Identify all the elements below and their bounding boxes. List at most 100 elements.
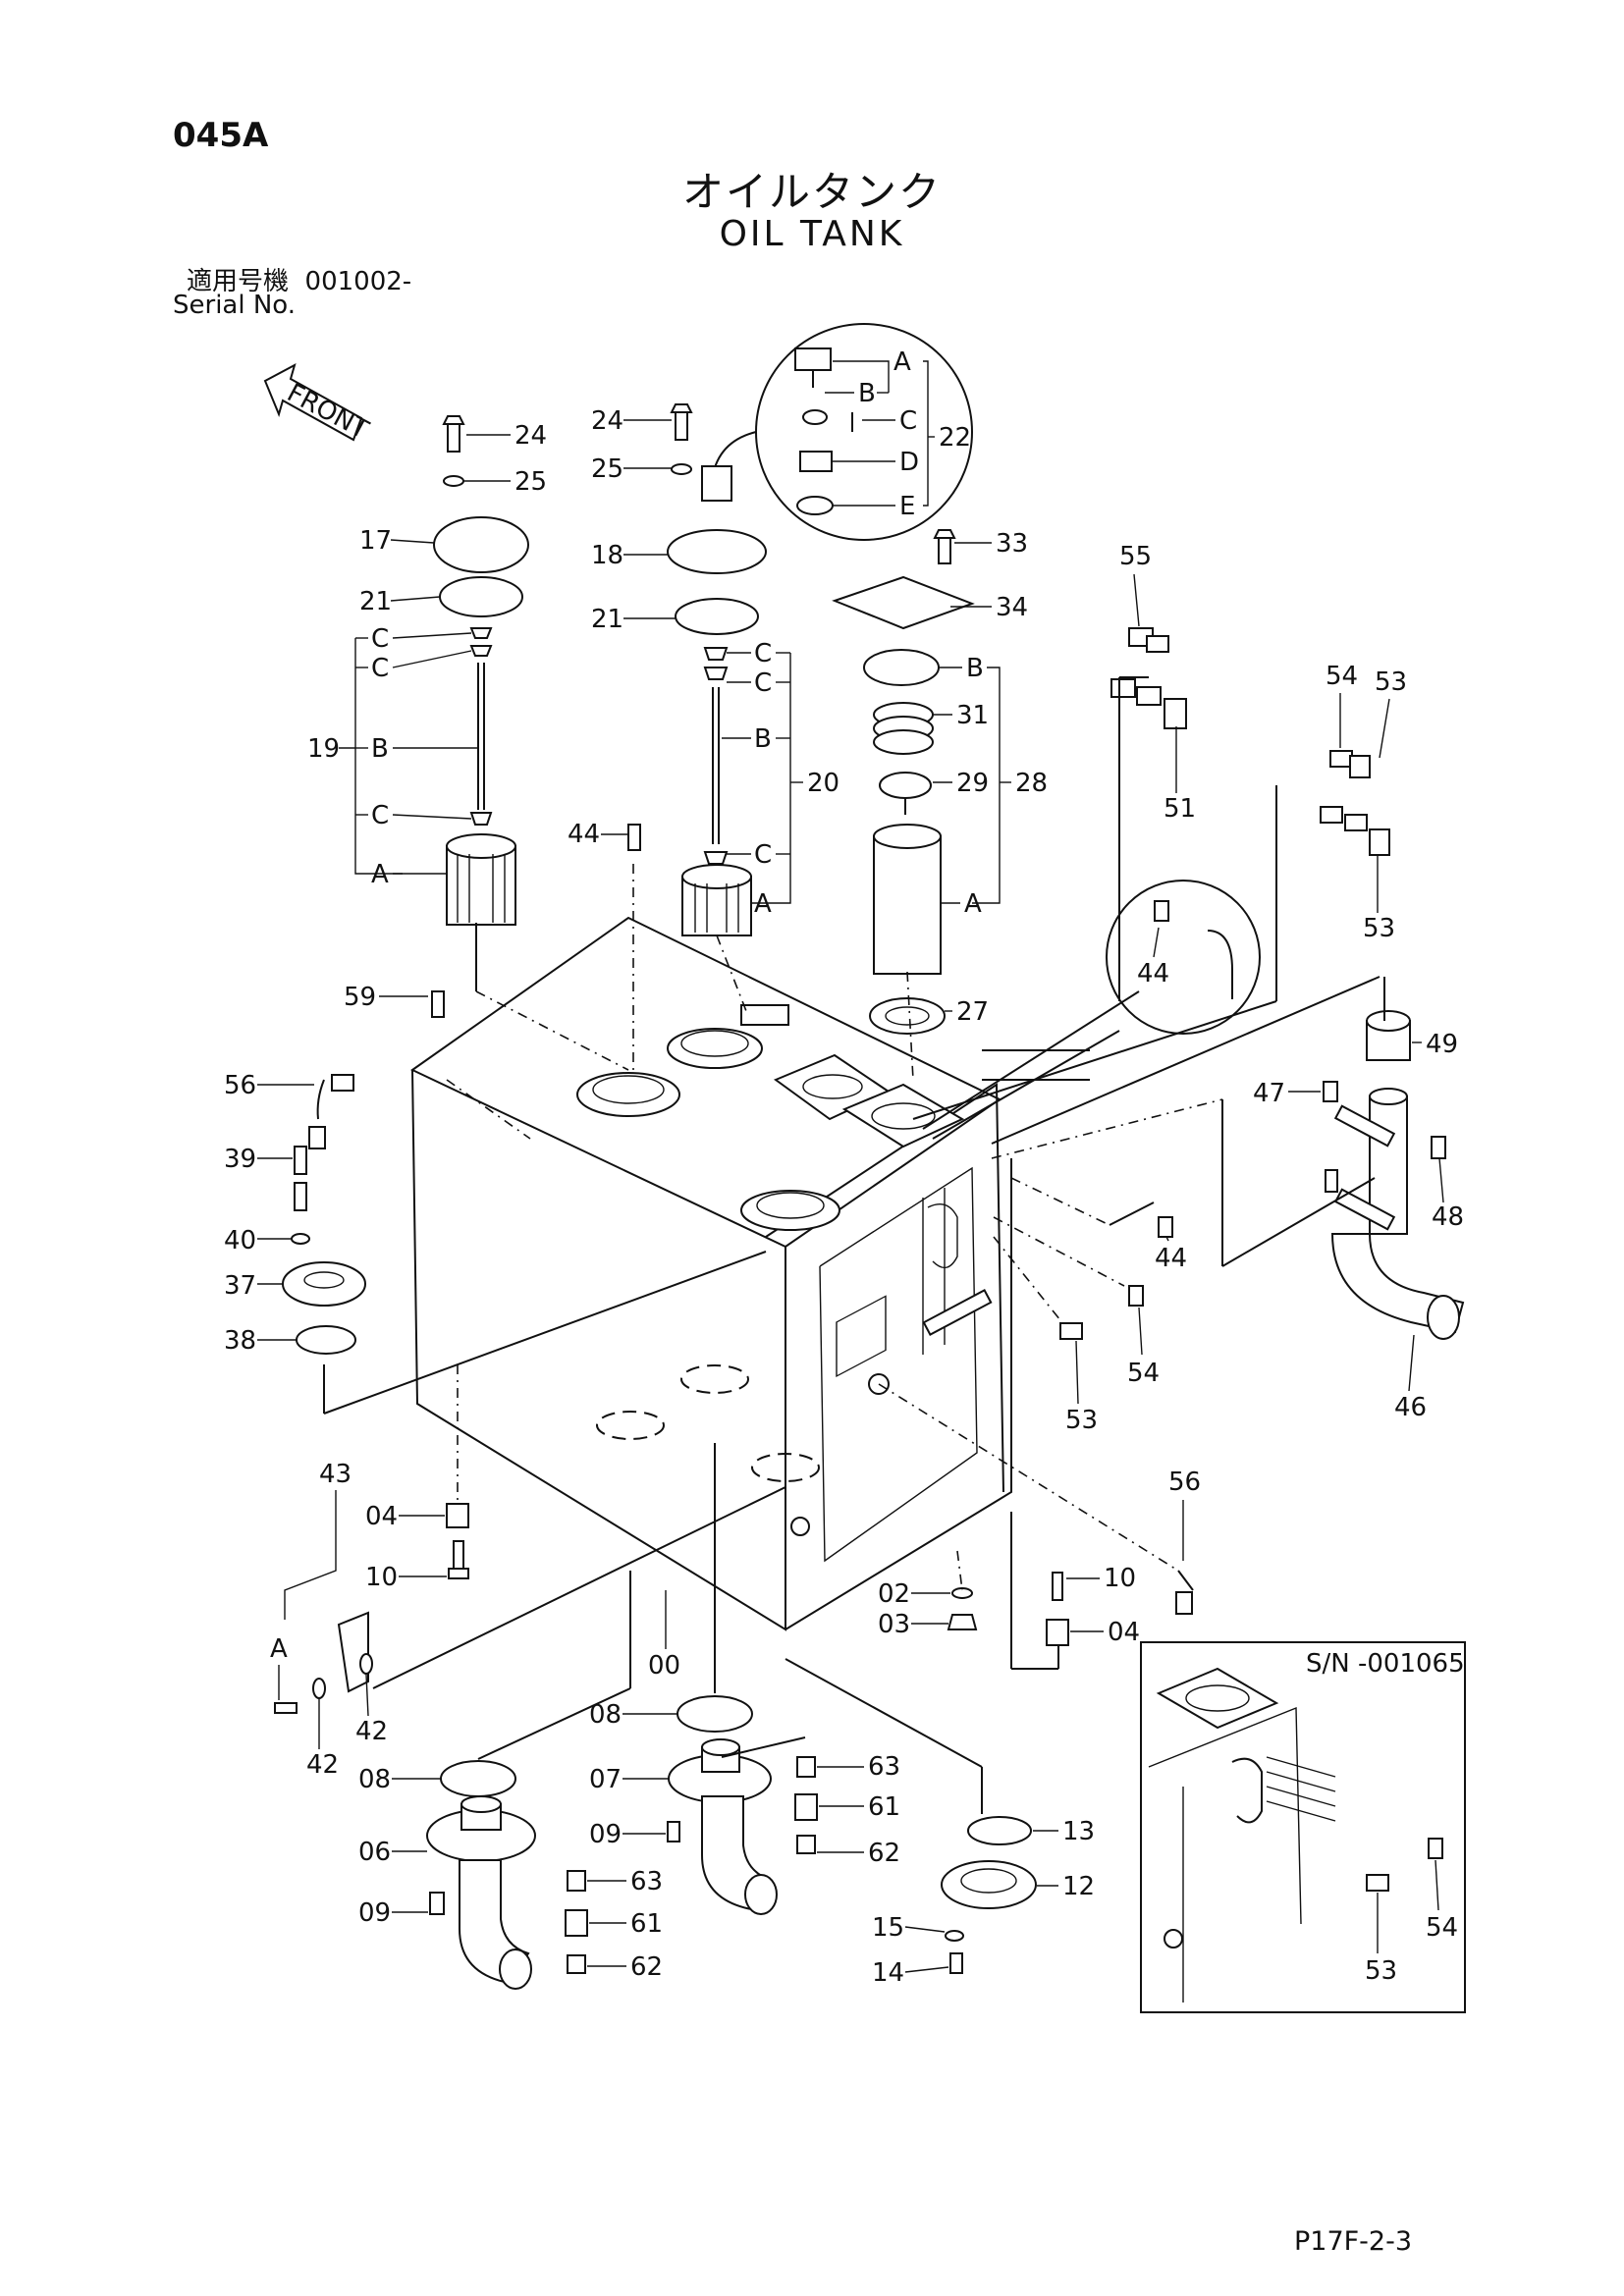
callout-09-center: 09 — [589, 1820, 622, 1849]
front-arrow: FRONT — [263, 363, 373, 446]
callout-19-b: B — [371, 734, 389, 764]
callout-51: 51 — [1164, 794, 1196, 824]
callout-20: 20 — [807, 769, 839, 798]
callout-44-right: 44 — [1155, 1244, 1187, 1273]
callout-22-b: B — [858, 379, 876, 408]
callout-43: 43 — [319, 1460, 352, 1489]
callout-37: 37 — [224, 1271, 256, 1301]
callout-56-right: 56 — [1168, 1468, 1201, 1497]
callout-53-right: 53 — [1065, 1406, 1098, 1435]
callout-20-c2: C — [754, 668, 772, 698]
callout-61-center: 61 — [868, 1792, 900, 1822]
callout-22-c: C — [899, 406, 917, 436]
callout-10-left: 10 — [365, 1563, 398, 1592]
callout-42-right: 42 — [355, 1717, 388, 1746]
callout-17: 17 — [359, 526, 392, 556]
callout-04-right: 04 — [1108, 1618, 1140, 1647]
callout-55: 55 — [1119, 542, 1152, 571]
callout-24-center: 24 — [591, 406, 623, 436]
callout-40: 40 — [224, 1226, 256, 1255]
callout-53-mid: 53 — [1363, 914, 1395, 943]
title-japanese: オイルタンク — [681, 168, 942, 216]
callout-34: 34 — [996, 593, 1028, 622]
callout-03: 03 — [878, 1610, 910, 1639]
callout-44-top: 44 — [568, 820, 600, 849]
callout-31: 31 — [956, 701, 989, 730]
callout-53-top: 53 — [1375, 667, 1407, 697]
callout-21-left: 21 — [359, 587, 392, 616]
callout-13: 13 — [1062, 1817, 1095, 1846]
callout-27: 27 — [956, 997, 989, 1027]
callout-59: 59 — [344, 983, 376, 1012]
callout-28: 28 — [1015, 769, 1048, 798]
callout-33: 33 — [996, 529, 1028, 559]
callout-20-c1: C — [754, 639, 772, 668]
callout-49: 49 — [1426, 1030, 1458, 1059]
bottom-parts — [274, 1503, 1069, 1990]
callout-09-left: 09 — [358, 1898, 391, 1928]
callout-22: 22 — [939, 423, 971, 453]
title-english: OIL TANK — [719, 214, 905, 254]
callout-07: 07 — [589, 1765, 622, 1794]
callout-22-d: D — [899, 448, 919, 477]
callout-47: 47 — [1253, 1079, 1285, 1108]
callout-15: 15 — [872, 1913, 904, 1943]
detail-22-circle — [711, 323, 973, 541]
callout-22-a: A — [893, 347, 911, 377]
inset-serial-label: S/N -001065 — [1306, 1649, 1465, 1679]
callout-19-c3: C — [371, 801, 389, 830]
front-arrow-label: FRONT — [282, 378, 373, 445]
callout-18: 18 — [591, 541, 623, 570]
callout-39: 39 — [224, 1145, 256, 1174]
callout-48: 48 — [1432, 1202, 1464, 1232]
callout-54-inset: 54 — [1426, 1913, 1458, 1943]
callout-25-left: 25 — [514, 467, 547, 497]
center-filter-assembly — [667, 403, 767, 936]
callout-21-center: 21 — [591, 605, 623, 634]
callout-42-bottom: 42 — [306, 1750, 339, 1780]
callout-22-e: E — [899, 492, 915, 521]
callout-14: 14 — [872, 1958, 904, 1988]
leader-lines — [323, 676, 1385, 1814]
callout-56-left: 56 — [224, 1071, 256, 1100]
callout-10-right: 10 — [1104, 1564, 1136, 1593]
callout-53-inset: 53 — [1365, 1956, 1397, 1986]
callout-62-center: 62 — [868, 1839, 900, 1868]
inset-sn-001065 — [1140, 1641, 1466, 2013]
callout-08-center: 08 — [589, 1700, 622, 1730]
serial-label-jp: 適用号機 — [187, 267, 290, 296]
return-filter-assembly — [832, 529, 975, 1035]
callout-20-c3: C — [754, 840, 772, 870]
callout-43-a: A — [270, 1634, 288, 1664]
right-side-fittings — [1059, 627, 1465, 1340]
callout-63-center: 63 — [868, 1752, 900, 1782]
page-code: 045A — [173, 116, 269, 155]
callout-63-left: 63 — [630, 1867, 663, 1896]
callout-54-top: 54 — [1326, 662, 1358, 691]
callout-02: 02 — [878, 1579, 910, 1609]
callout-54-right: 54 — [1127, 1359, 1160, 1388]
callout-00: 00 — [648, 1651, 680, 1681]
callout-labels: 24 25 17 21 19 C C B C A 24 25 18 21 20 … — [224, 347, 1465, 1988]
callout-29: 29 — [956, 769, 989, 798]
callout-46: 46 — [1394, 1393, 1427, 1422]
serial-label-japanese: 適用号機 001002- — [187, 261, 411, 297]
callout-38: 38 — [224, 1326, 256, 1356]
callout-24-left: 24 — [514, 421, 547, 451]
callout-28-a: A — [964, 889, 982, 919]
callout-25-center: 25 — [591, 454, 623, 484]
callout-20-b: B — [754, 724, 772, 754]
callout-19-c1: C — [371, 624, 389, 654]
callout-62-left: 62 — [630, 1952, 663, 1982]
callout-12: 12 — [1062, 1872, 1095, 1901]
callout-08-left: 08 — [358, 1765, 391, 1794]
callout-28-b: B — [966, 654, 984, 683]
callout-19-a: A — [371, 860, 389, 889]
footer-page-ref: P17F-2-3 — [1294, 2226, 1413, 2257]
callout-61-left: 61 — [630, 1909, 663, 1939]
serial-value: 001002- — [304, 267, 412, 296]
callout-19: 19 — [307, 734, 340, 764]
callout-20-a: A — [754, 889, 772, 919]
callout-04-left: 04 — [365, 1502, 398, 1531]
